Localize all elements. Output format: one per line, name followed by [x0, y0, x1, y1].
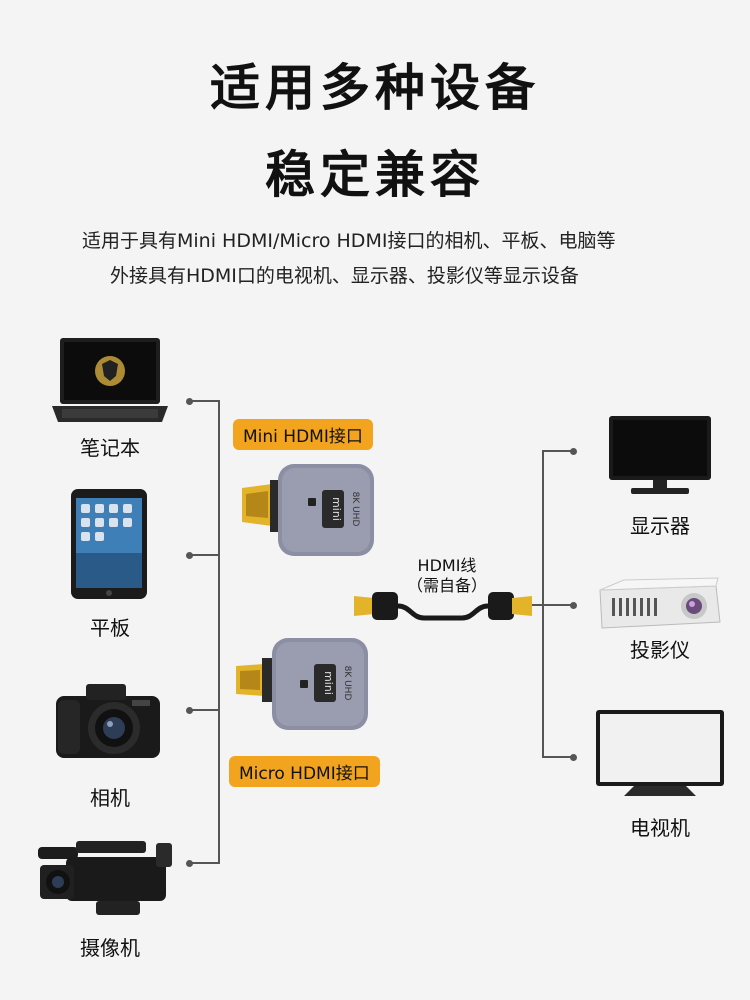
mini-hdmi-badge: Mini HDMI接口	[233, 419, 373, 450]
connector-dot	[186, 860, 193, 867]
source-bracket-tick	[190, 554, 220, 556]
description-line-1: 适用于具有Mini HDMI/Micro HDMI接口的相机、平板、电脑等	[82, 230, 616, 252]
display-label-tv: 电视机	[630, 816, 690, 840]
camcorder-icon	[38, 841, 172, 915]
cable-to-bracket-line	[530, 604, 544, 606]
description-line-2: 外接具有HDMI口的电视机、显示器、投影仪等显示设备	[110, 265, 579, 287]
display-bracket-vertical	[542, 450, 544, 757]
connector-dot	[186, 707, 193, 714]
cable-label: HDMI线	[417, 556, 477, 575]
micro-adapter-tag: 8K UHD	[342, 666, 352, 701]
source-bracket-tick	[190, 709, 220, 711]
laptop-icon	[52, 338, 168, 422]
micro-hdmi-adapter-icon: mini 8K UHD	[236, 638, 368, 730]
hdmi-cable-icon	[354, 592, 532, 621]
source-label-camcorder: 摄像机	[80, 936, 140, 960]
source-label-laptop: 笔记本	[80, 436, 140, 460]
connector-dot	[186, 552, 193, 559]
projector-icon	[599, 577, 721, 629]
monitor-icon	[609, 416, 711, 494]
source-bracket-vertical	[218, 400, 220, 863]
source-label-camera: 相机	[90, 786, 130, 810]
headline-line-1: 适用多种设备	[210, 59, 540, 117]
display-label-monitor: 显示器	[630, 514, 690, 538]
cable-note: （需自备）	[406, 576, 487, 595]
source-bracket-tick	[190, 400, 220, 402]
mini-adapter-body-text: mini	[330, 497, 343, 521]
connector-dot	[570, 448, 577, 455]
micro-hdmi-badge: Micro HDMI接口	[229, 756, 380, 787]
display-bracket-tick	[542, 604, 572, 606]
tv-icon	[596, 710, 724, 796]
display-bracket-tick	[542, 756, 572, 758]
micro-adapter-body-text: mini	[322, 671, 335, 695]
camera-icon	[56, 684, 160, 758]
connector-dot	[186, 398, 193, 405]
mini-adapter-tag: 8K UHD	[350, 492, 360, 527]
source-bracket-tick	[190, 862, 220, 864]
connector-dot	[570, 602, 577, 609]
source-label-tablet: 平板	[90, 616, 130, 640]
display-bracket-tick	[542, 450, 572, 452]
connector-dot	[570, 754, 577, 761]
display-label-projector: 投影仪	[630, 638, 690, 662]
tablet-icon	[71, 489, 147, 599]
headline-line-2: 稳定兼容	[265, 146, 485, 204]
mini-hdmi-adapter-icon: mini 8K UHD	[242, 464, 374, 556]
